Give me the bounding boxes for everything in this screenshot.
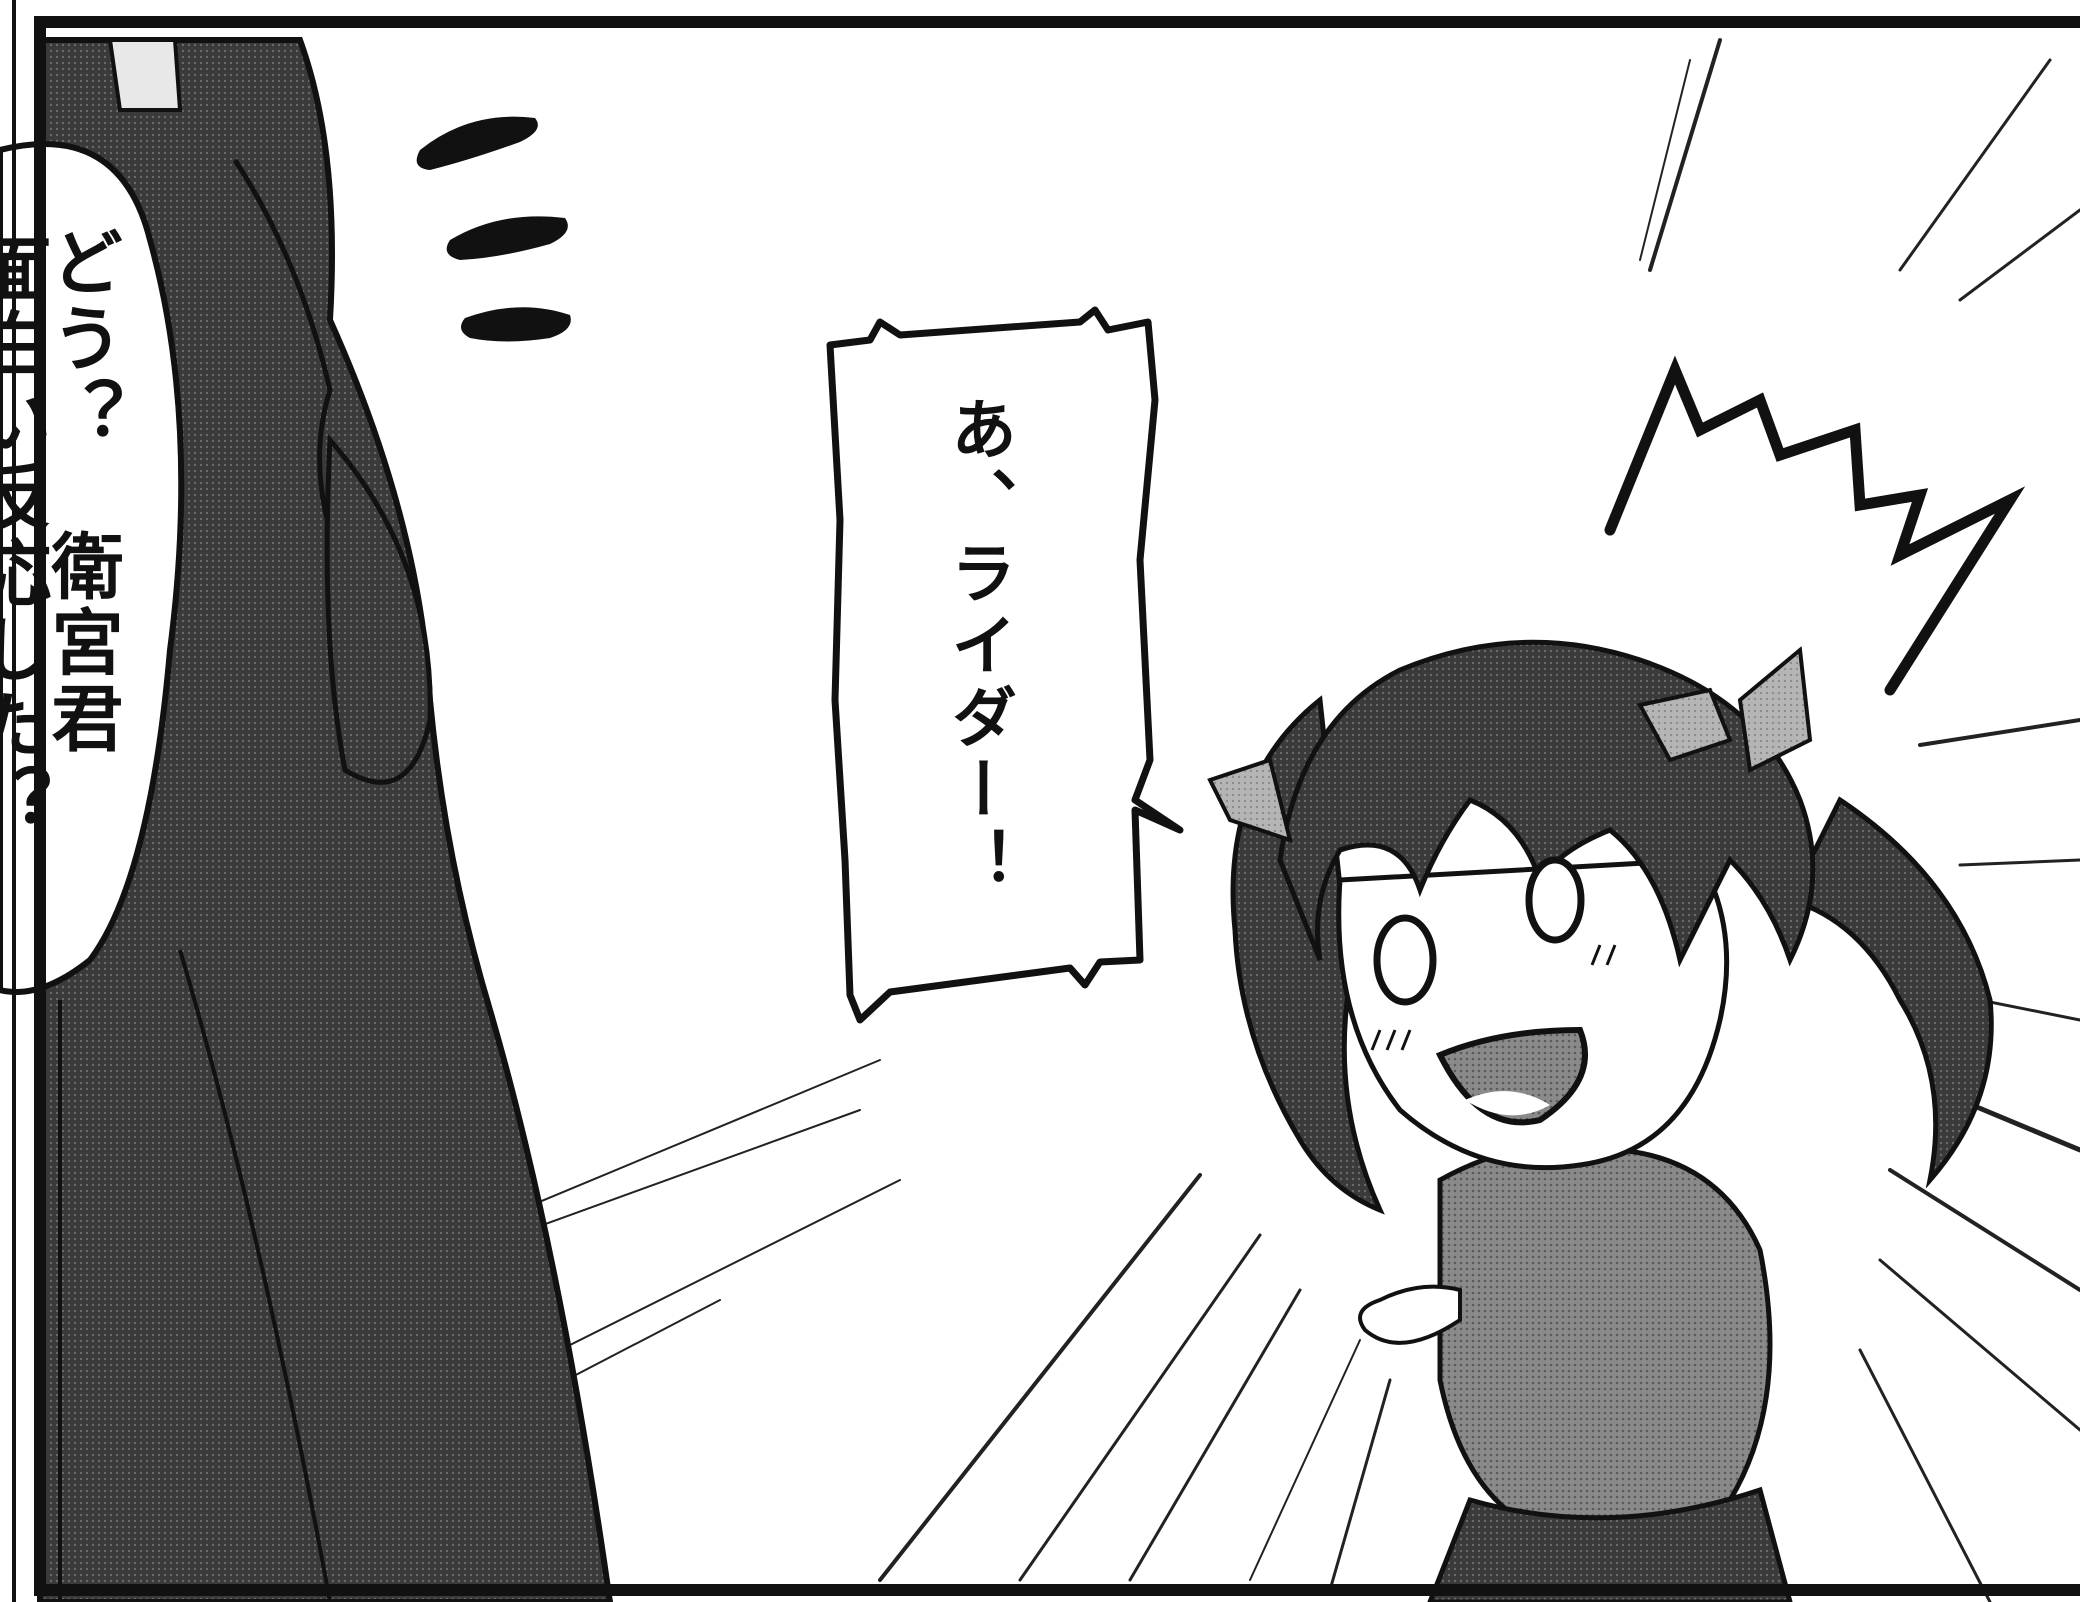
center-bubble-text: あ、ライダー！	[940, 395, 1017, 899]
panel-border	[12, 0, 2080, 1602]
left-bubble-line-1: どう？ 衛宮君	[39, 225, 123, 757]
dash-lines-icon	[416, 116, 571, 342]
jagged-burst-icon	[1604, 355, 2026, 696]
center-speech-bubble	[826, 306, 1184, 1024]
left-bubble-line-2: 面白い反応した？	[0, 232, 51, 840]
girl-figure	[1207, 639, 1994, 1602]
